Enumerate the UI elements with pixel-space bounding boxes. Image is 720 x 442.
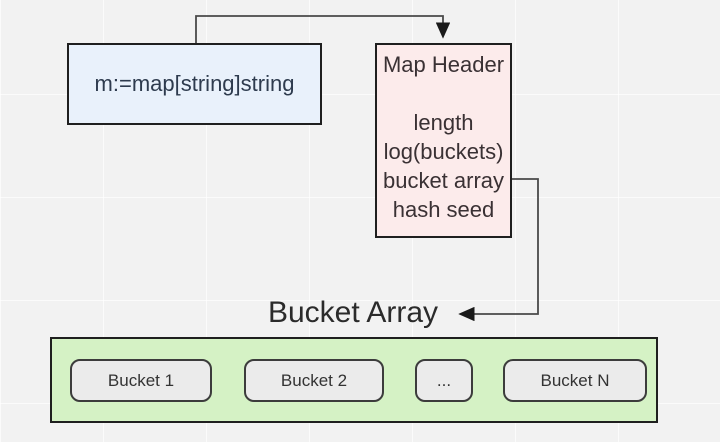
map-header-field-hash-seed: hash seed [392,197,495,222]
bucket-array-container: Bucket 1 Bucket 2 ... Bucket N [50,337,658,423]
map-header-box: Map Header length log(buckets) bucket ar… [375,43,512,238]
bucket-1-box: Bucket 1 [70,359,212,402]
map-header-field-bucket-array: bucket array [382,168,505,193]
bucket-2-box: Bucket 2 [244,359,384,402]
bucket-1-label: Bucket 1 [107,370,175,390]
bucket-ellipsis-label: ... [436,370,452,390]
arrow-declaration-to-map-header [195,15,451,43]
bucket-n-box: Bucket N [503,359,647,402]
bucket-array-title: Bucket Array [267,296,439,329]
bucket-n-label: Bucket N [540,370,610,390]
map-header-title: Map Header [382,52,505,77]
map-header-field-length: length [413,110,474,135]
bucket-2-label: Bucket 2 [280,370,348,390]
map-declaration-box: m:=map[string]string [67,43,322,125]
map-header-field-log-buckets: log(buckets) [383,139,504,164]
map-declaration-label: m:=map[string]string [94,71,295,96]
bucket-ellipsis-box: ... [415,359,473,402]
